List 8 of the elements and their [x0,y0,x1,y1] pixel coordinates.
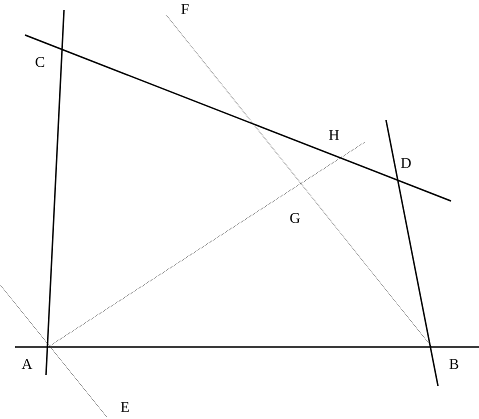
point-label: E [120,402,129,412]
point-label: D [401,158,411,168]
point-label: H [329,130,339,140]
point-label: C [36,57,44,68]
point-label: A [22,359,32,369]
point-label: G [290,213,300,224]
point-label: F [181,4,189,14]
point-label: B [449,359,458,369]
